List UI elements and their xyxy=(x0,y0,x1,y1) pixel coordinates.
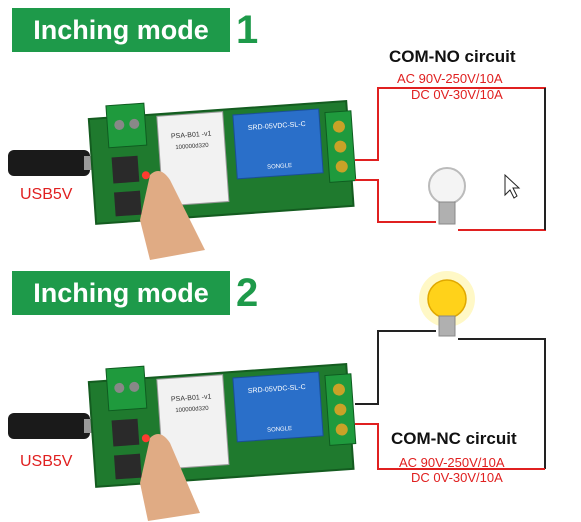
wifi-module xyxy=(156,374,230,470)
light-bulb-on xyxy=(419,271,475,337)
panel-inching-mode-2: Inching mode 2 PSA-B01 -v1 100000d320 SR… xyxy=(0,261,581,522)
usb-label: USB5V xyxy=(20,186,73,203)
wire-nc xyxy=(355,330,436,405)
push-button xyxy=(111,418,140,447)
wire-com xyxy=(355,87,546,231)
circuit-title: COM-NO circuit xyxy=(389,47,516,66)
power-terminal xyxy=(105,102,148,149)
wifi-module xyxy=(156,111,230,207)
push-button xyxy=(114,190,142,217)
terminal-screw xyxy=(332,120,345,133)
wiring-diagram: PSA-B01 -v1 100000d320 SRD-05VDC-SL-C SO… xyxy=(8,87,546,260)
power-terminal xyxy=(105,365,148,412)
usb-cable xyxy=(8,413,90,439)
panel-inching-mode-1: Inching mode 1 PSA-B01 -v1 100000d320 SR… xyxy=(8,8,546,260)
usb-label: USB5V xyxy=(20,453,73,470)
spec-dc: DC 0V-30V/10A xyxy=(411,470,503,485)
spec-dc: DC 0V-30V/10A xyxy=(411,87,503,102)
led-indicator xyxy=(141,434,150,443)
terminal-screw xyxy=(129,118,140,129)
module-text-1: PSA-B01 -v1 xyxy=(171,394,212,404)
module-text-2: 100000d320 xyxy=(175,143,209,151)
wire-com xyxy=(355,423,545,470)
wire-black xyxy=(458,338,546,469)
terminal-screw xyxy=(114,119,125,130)
terminal-screw xyxy=(334,403,347,416)
terminal-screw xyxy=(129,381,140,392)
led-indicator xyxy=(141,171,150,180)
relay-brand: SONGLE xyxy=(267,163,292,171)
light-bulb-off xyxy=(428,167,466,225)
relay-board: PSA-B01 -v1 100000d320 SRD-05VDC-SL-C SO… xyxy=(87,362,357,488)
circuit-title: COM-NC circuit xyxy=(391,429,517,448)
module-text-2: 100000d320 xyxy=(175,406,209,414)
terminal-screw xyxy=(114,382,125,393)
hand-pressing xyxy=(140,434,200,521)
spec-ac: AC 90V-250V/10A xyxy=(397,71,503,86)
hand-pressing xyxy=(140,171,205,260)
relay-label: SRD-05VDC-SL-C xyxy=(248,384,306,395)
wire-no xyxy=(355,179,436,223)
relay-label: SRD-05VDC-SL-C xyxy=(248,121,306,132)
wiring-diagram: PSA-B01 -v1 100000d320 SRD-05VDC-SL-C SO… xyxy=(8,271,546,521)
mode-number: 1 xyxy=(236,8,259,52)
usb-cable xyxy=(8,150,90,176)
push-button xyxy=(114,453,142,480)
terminal-screw xyxy=(334,140,347,153)
push-button xyxy=(111,155,140,184)
module-text-1: PSA-B01 -v1 xyxy=(171,131,212,141)
terminal-screw xyxy=(335,423,348,436)
cursor-icon xyxy=(504,173,521,199)
mode-banner: Inching mode xyxy=(12,271,230,315)
mode-banner: Inching mode xyxy=(12,8,230,52)
relay xyxy=(232,371,324,443)
terminal-screw xyxy=(332,383,345,396)
mode-number: 2 xyxy=(236,271,259,315)
spec-ac: AC 90V-250V/10A xyxy=(399,455,505,470)
relay-board: PSA-B01 -v1 100000d320 SRD-05VDC-SL-C SO… xyxy=(87,99,357,225)
relay xyxy=(232,108,324,180)
relay-brand: SONGLE xyxy=(267,426,292,434)
terminal-screw xyxy=(335,160,348,173)
